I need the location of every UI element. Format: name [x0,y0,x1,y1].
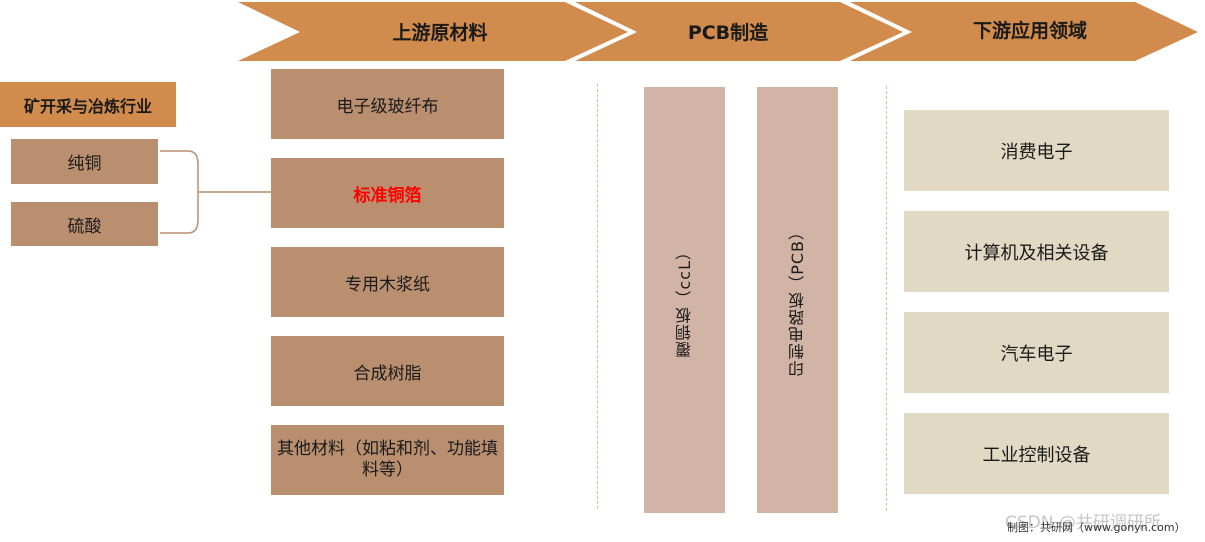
bracket-connector [160,150,271,234]
source-credit: 制图：共研网（www.gonyn.com） [1007,521,1186,534]
manufacturing-ccl-label: 覆铜板（ccL） [674,242,694,358]
downstream-item: 工业控制设备 [904,413,1169,494]
stage-label-downstream: 下游应用领域 [972,20,1087,42]
upstream-item: 其他材料（如粘和剂、功能填料等） [271,425,504,495]
mining-industry-box: 矿开采与冶炼行业 [0,82,176,127]
manufacturing-pcb-label: 印制电路板（PCB） [787,223,807,377]
manufacturing-pcb: 印制电路板（PCB） [757,87,838,513]
input-pure-copper: 纯铜 [11,139,158,184]
stage-separator [597,84,598,509]
stage-chevrons [238,2,1198,61]
upstream-item: 电子级玻纤布 [271,69,504,139]
stage-separator [886,86,887,511]
downstream-item: 计算机及相关设备 [904,211,1169,292]
upstream-item-highlighted: 标准铜箔 [271,158,504,228]
stage-label-manufacturing: PCB制造 [687,22,769,44]
chevron-manufacturing [575,2,903,61]
stage-label-upstream: 上游原材料 [392,22,488,44]
manufacturing-ccl: 覆铜板（ccL） [644,87,725,513]
upstream-item: 专用木浆纸 [271,247,504,317]
downstream-item: 消费电子 [904,110,1169,191]
downstream-item: 汽车电子 [904,312,1169,393]
upstream-item: 合成树脂 [271,336,504,406]
chevron-downstream [850,2,1198,61]
chevron-upstream [238,2,628,61]
watermark: CSDN @共研调研所 [1005,513,1161,533]
input-sulfuric-acid: 硫酸 [11,202,158,246]
